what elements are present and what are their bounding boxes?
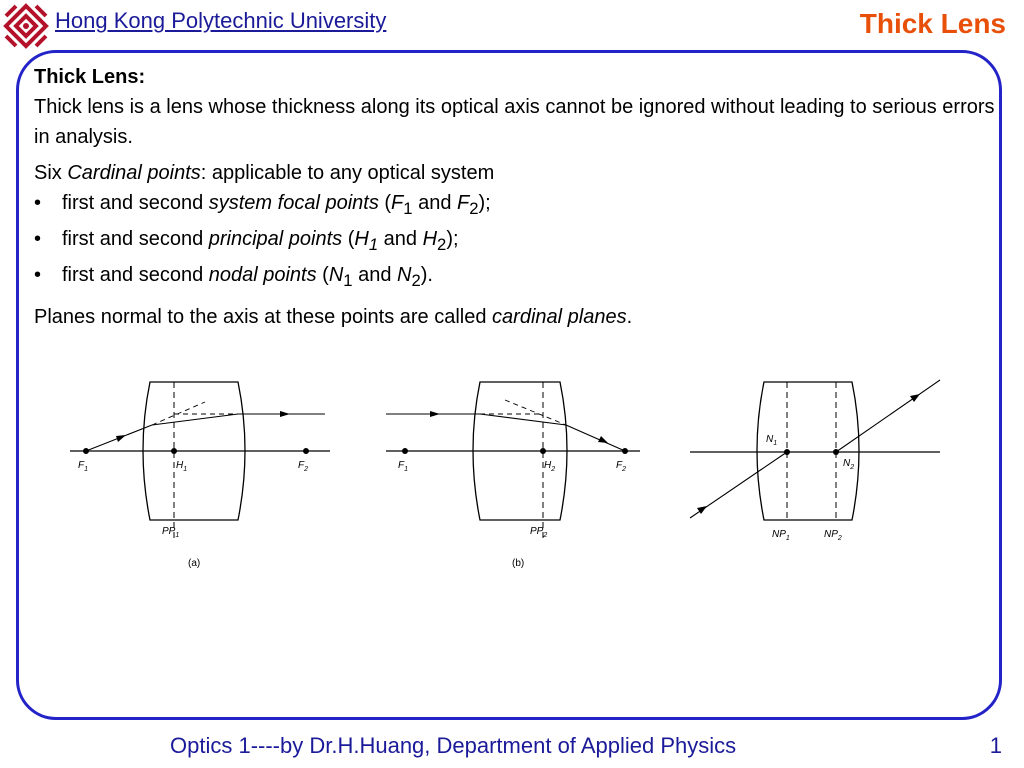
slide-title: Thick Lens [859, 8, 1006, 39]
lens-outline [472, 381, 568, 521]
exit-ray [565, 424, 626, 452]
exit-ray [835, 379, 941, 453]
slide-body: Thick Lens: Thick lens is a lens whose t… [34, 62, 999, 332]
focal-point-f2 [303, 448, 309, 454]
cardinal-planes-term: cardinal planes [492, 306, 627, 328]
arrowhead [280, 411, 290, 417]
label-n1: N1 [766, 434, 777, 447]
label-n2: N2 [843, 458, 854, 471]
extension-line [504, 399, 567, 426]
lens-outline [756, 381, 860, 521]
section-heading: Thick Lens: [34, 66, 146, 88]
label-h1: H1 [176, 460, 187, 473]
label-f1: F1 [78, 460, 88, 473]
university-link[interactable]: Hong Kong Polytechnic University [55, 8, 387, 33]
arrowhead [910, 394, 920, 402]
list-item: first and second principal points (H1 an… [34, 224, 999, 260]
figure-a-principal-plane-1: F1 H1 F2 PP1 (a) [70, 381, 330, 569]
nodal-point-n2 [833, 449, 839, 455]
page-number: 1 [989, 733, 1002, 758]
content-frame [16, 50, 1002, 720]
arrowhead [697, 506, 707, 514]
six-prefix: Six [34, 162, 68, 184]
extension-line [151, 401, 206, 426]
principal-point-h1 [171, 448, 177, 454]
cardinal-points-term: Cardinal points [67, 162, 201, 184]
label-f1: F1 [398, 460, 408, 473]
label-np2: NP2 [824, 529, 842, 542]
focal-point-f1 [83, 448, 89, 454]
label-np1: NP1 [772, 529, 790, 542]
footer-credit: Optics 1----by Dr.H.Huang, Department of… [170, 733, 737, 758]
figure-b-principal-plane-2: F1 H2 F2 PP2 (b) [386, 381, 640, 569]
principal-point-h2 [540, 448, 546, 454]
arrowhead [430, 411, 440, 417]
arrowhead [598, 436, 608, 443]
label-pp2: PP2 [530, 526, 547, 539]
six-suffix: : applicable to any optical system [200, 162, 495, 184]
figure-b-caption: (b) [512, 558, 524, 569]
figure-nodal-points: N1 N2 NP1 NP2 [689, 379, 941, 542]
lens-outline [142, 381, 246, 521]
label-pp1: PP1 [162, 526, 179, 539]
label-f2: F2 [298, 460, 308, 473]
cardinal-points-line: Six Cardinal points: applicable to any o… [34, 158, 999, 188]
internal-ray [479, 413, 567, 426]
cardinal-planes-line: Planes normal to the axis at these point… [34, 306, 633, 328]
list-item: first and second nodal points (N1 and N2… [34, 260, 999, 296]
university-logo [2, 2, 50, 50]
nodal-point-n1 [784, 449, 790, 455]
arrowhead [116, 435, 126, 442]
focal-point-f2 [622, 448, 628, 454]
list-item: first and second system focal points (F1… [34, 188, 999, 224]
label-f2: F2 [616, 460, 626, 473]
label-h2: H2 [544, 460, 555, 473]
cardinal-points-list: first and second system focal points (F1… [34, 188, 999, 296]
figure-a-caption: (a) [188, 558, 200, 569]
focal-point-f1 [402, 448, 408, 454]
definition-text: Thick lens is a lens whose thickness alo… [34, 96, 995, 148]
internal-ray [151, 413, 239, 426]
